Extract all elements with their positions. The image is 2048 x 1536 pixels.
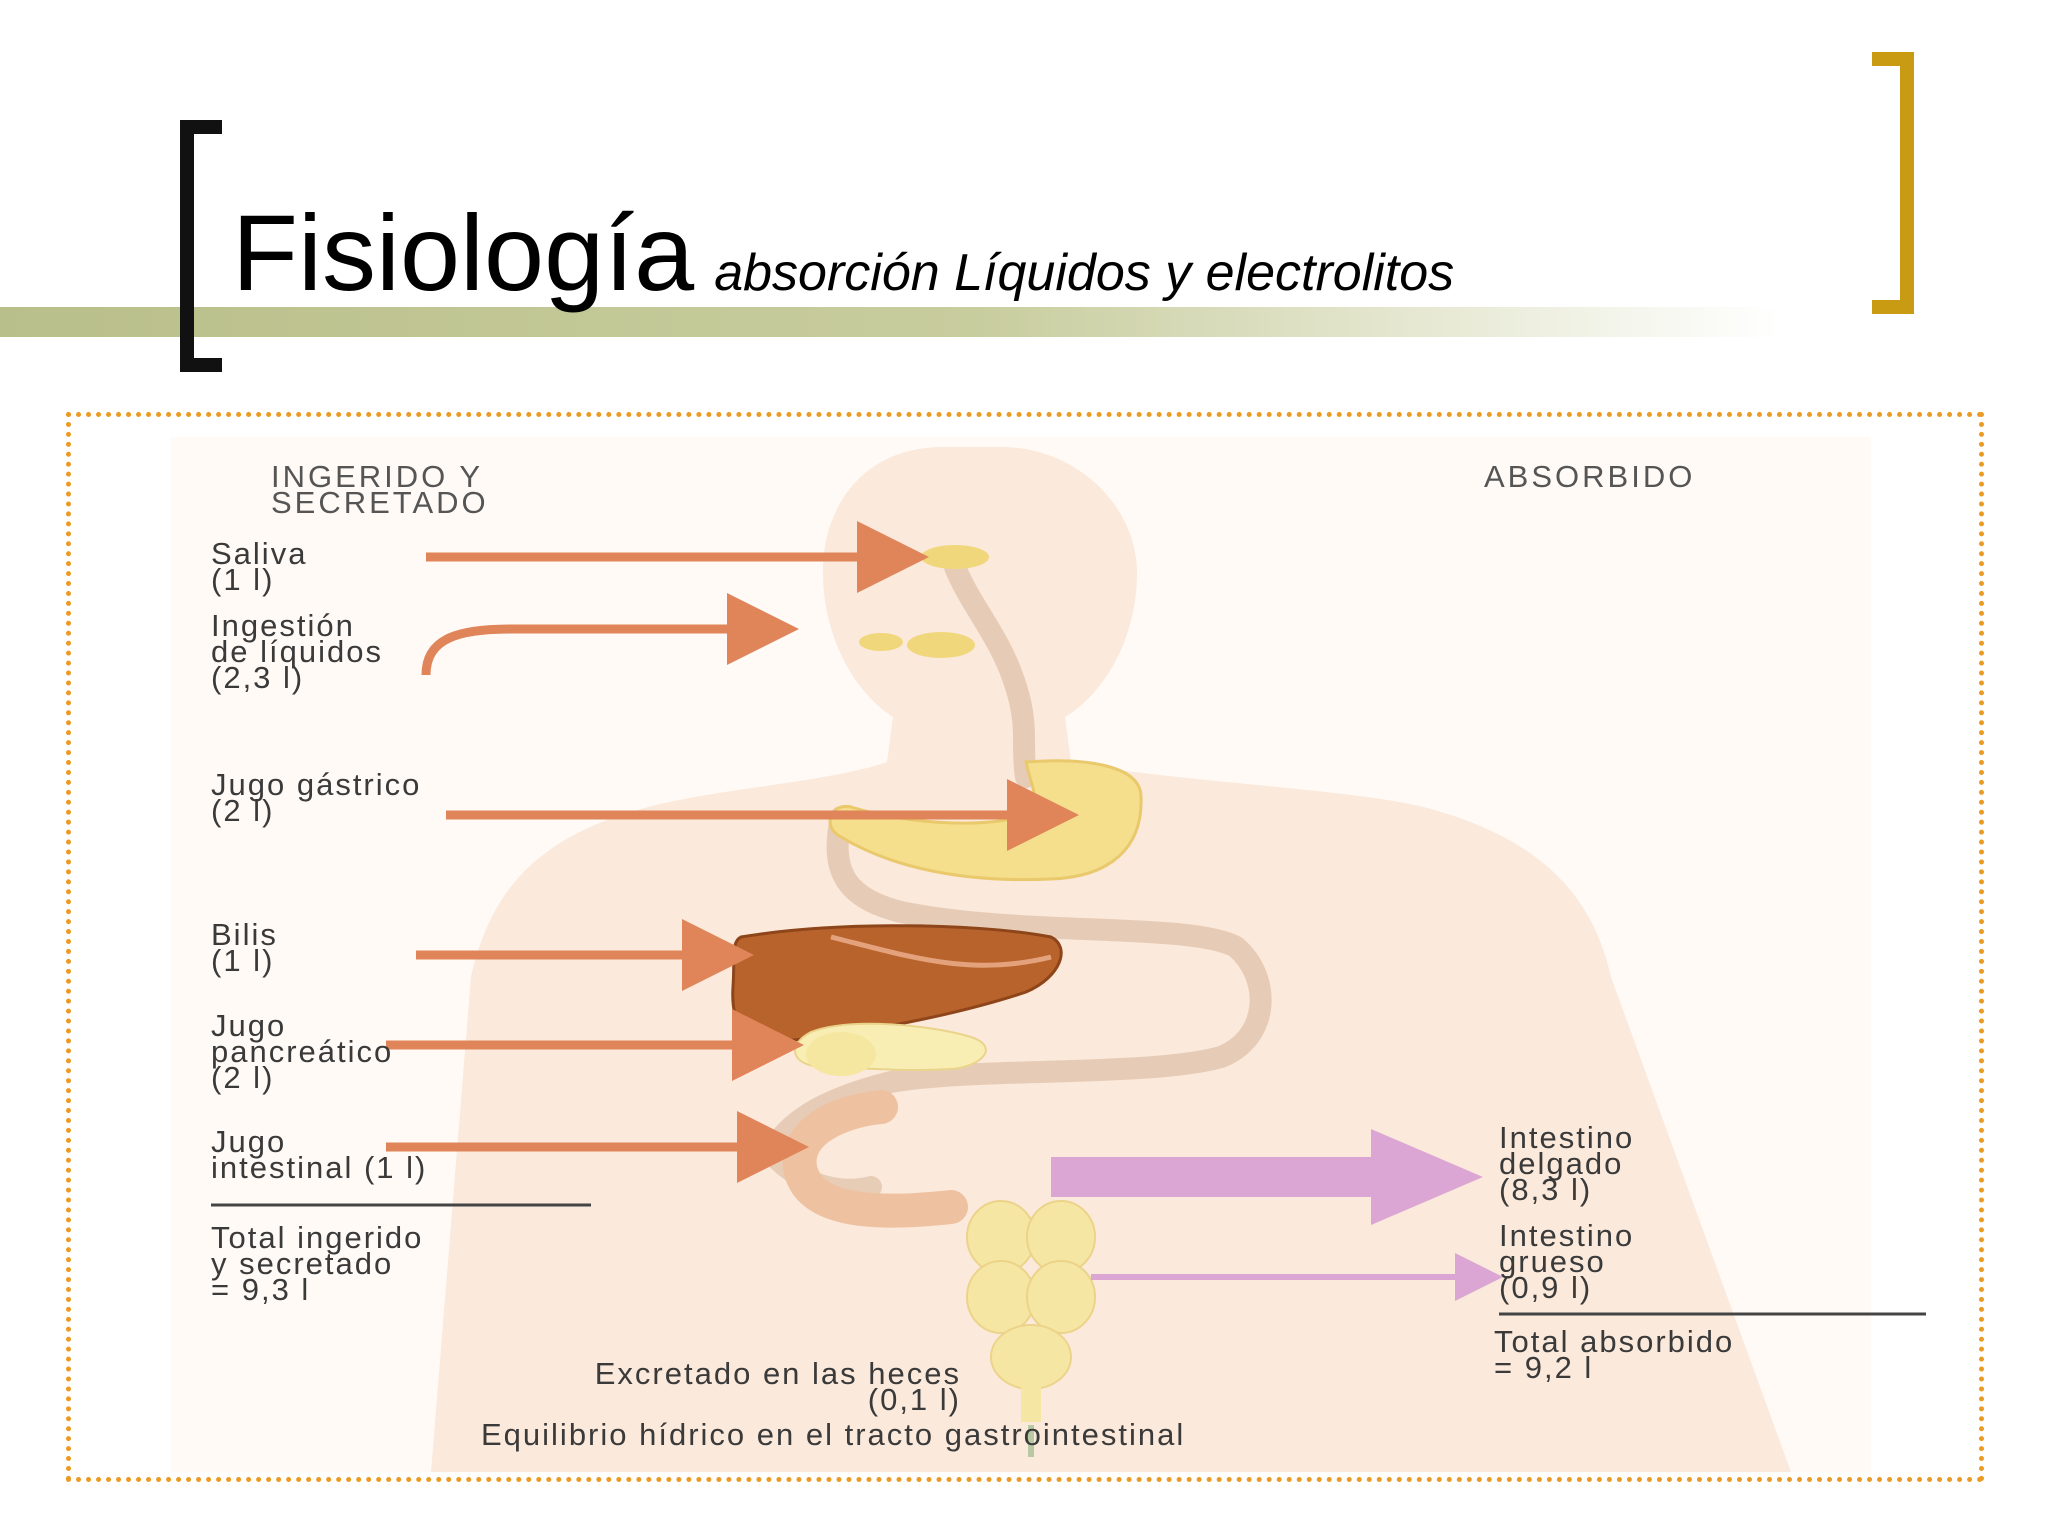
arrow-ingestion xyxy=(421,593,799,676)
left-header: INGERIDO Y SECRETADO xyxy=(271,459,489,520)
label-saliva: Saliva (1 l) xyxy=(211,536,308,597)
label-large-intestine: Intestino grueso (0,9 l) xyxy=(1499,1218,1635,1305)
duodenum-tube xyxy=(760,806,1272,1163)
right-header: ABSORBIDO xyxy=(1484,459,1696,494)
right-bracket-decoration xyxy=(1872,52,1914,314)
slide-title: Fisiología absorción Líquidos y electroli… xyxy=(232,190,1454,315)
figure-frame: INGERIDO Y SECRETADO ABSORBIDO Saliva (1… xyxy=(66,412,1984,1482)
title-subtitle: absorción Líquidos y electrolitos xyxy=(714,244,1455,302)
liver-highlight xyxy=(830,934,1052,968)
left-bracket-decoration xyxy=(180,120,222,372)
salivary-gland-left xyxy=(859,633,903,651)
gut-tube xyxy=(944,556,1037,788)
label-pancreatic-juice: Jugo pancreático (2 l) xyxy=(211,1008,394,1095)
label-gastric-juice: Jugo gástrico (2 l) xyxy=(211,767,422,828)
title-underline-bar xyxy=(0,307,1780,337)
arrow-small-intestine-absorption xyxy=(1051,1129,1483,1225)
pancreas-head xyxy=(806,1032,876,1076)
label-bile: Bilis (1 l) xyxy=(211,917,278,978)
liver xyxy=(731,924,1063,1044)
salivary-gland-right xyxy=(907,632,975,658)
label-excreted: Excretado en las heces (0,1 l) xyxy=(594,1356,961,1417)
label-intestinal-juice: Jugo intestinal (1 l) xyxy=(211,1124,428,1185)
label-ingestion: Ingestión de líquidos (2,3 l) xyxy=(211,608,383,695)
diagram-caption: Equilibrio hídrico en el tracto gastroin… xyxy=(481,1417,1186,1452)
salivary-gland-upper xyxy=(921,545,989,569)
title-main: Fisiología xyxy=(232,192,695,313)
label-total-input: Total ingerido y secretado = 9,3 l xyxy=(211,1220,424,1307)
label-small-intestine: Intestino delgado (8,3 l) xyxy=(1499,1120,1635,1207)
large-intestine xyxy=(966,1200,1096,1422)
water-balance-diagram xyxy=(171,437,1926,1472)
body-silhouette xyxy=(431,447,1791,1472)
label-total-absorbed: Total absorbido = 9,2 l xyxy=(1494,1324,1735,1385)
